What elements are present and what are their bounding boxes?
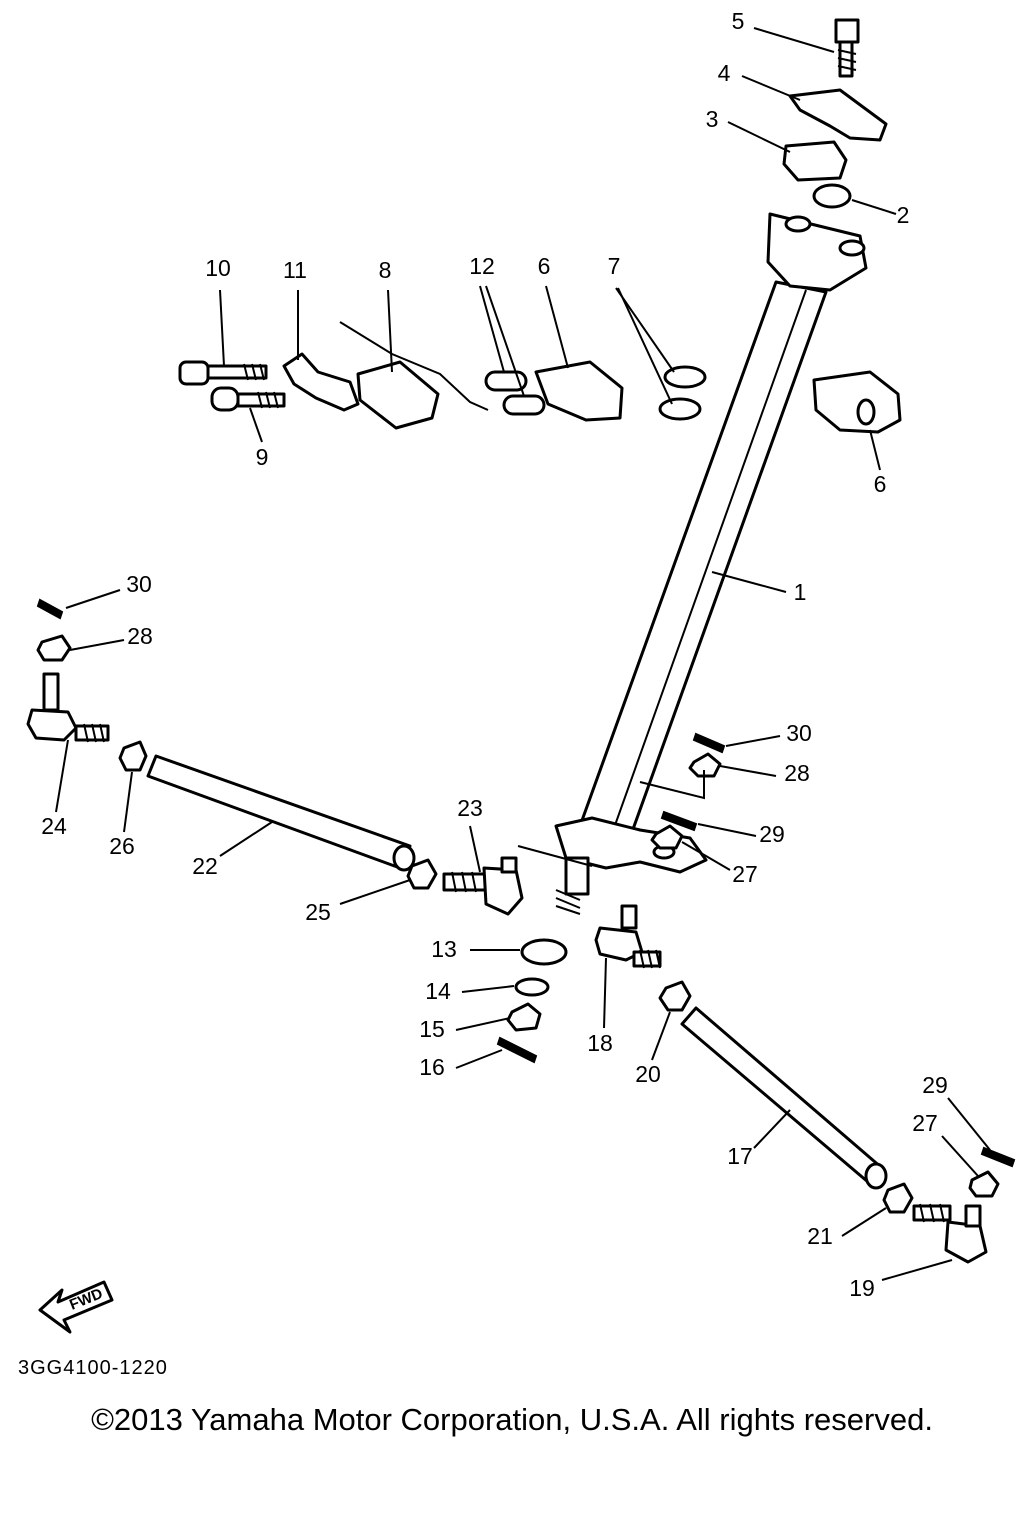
cotter-pin-16: [496, 1036, 538, 1064]
callout-19: 19: [849, 1275, 875, 1301]
washer-14: [514, 977, 550, 997]
callout-8: 8: [379, 257, 392, 283]
cotter-pin-29-right: [980, 1146, 1016, 1168]
nut-20: [658, 980, 692, 1012]
bolt-9: [210, 386, 286, 412]
callout-23: 23: [457, 795, 483, 821]
diagram-code: 3GG4100-1220: [18, 1357, 168, 1379]
nut-21: [882, 1182, 914, 1214]
callout-30: 30: [786, 720, 812, 746]
callout-10: 10: [205, 255, 231, 281]
callout-28: 28: [784, 760, 810, 786]
callout-5: 5: [732, 8, 745, 34]
bolt-10: [178, 360, 268, 386]
callout-7: 7: [608, 253, 621, 279]
callout-20: 20: [635, 1061, 661, 1087]
callout-27: 27: [912, 1110, 938, 1136]
callout-13: 13: [431, 936, 457, 962]
tie-rod-17: [680, 1006, 888, 1190]
bolt-5: [834, 18, 860, 78]
callout-26: 26: [109, 833, 135, 859]
callout-25: 25: [305, 899, 331, 925]
bracket-8: [339, 321, 489, 430]
callout-24: 24: [41, 813, 67, 839]
steering-column: [554, 212, 868, 915]
callout-30: 30: [126, 571, 152, 597]
callout-18: 18: [587, 1030, 613, 1056]
nut-26: [118, 740, 148, 772]
tie-rod-22: [146, 754, 416, 872]
callout-11: 11: [283, 257, 307, 283]
cotter-pin-29-left: [660, 810, 698, 832]
callout-17: 17: [727, 1143, 753, 1169]
holder-6-upper: [534, 360, 624, 422]
plate-4: [788, 88, 888, 142]
collar-2: [812, 183, 852, 209]
nut-27-left: [650, 824, 684, 850]
callout-22: 22: [192, 853, 218, 879]
collars-12: [484, 370, 546, 416]
forward-arrow-icon: FWD: [38, 1280, 114, 1334]
callout-14: 14: [425, 978, 451, 1004]
callout-1: 1: [794, 579, 807, 605]
lock-washer-11: [282, 352, 360, 412]
washer-13: [520, 938, 568, 966]
callout-6: 6: [538, 253, 551, 279]
callout-29: 29: [922, 1072, 948, 1098]
tie-rod-end-23: [442, 856, 524, 916]
callout-27: 27: [732, 861, 758, 887]
nut-27-right: [968, 1170, 1000, 1198]
callout-9: 9: [256, 444, 269, 470]
rings-7: [658, 365, 707, 421]
callout-28: 28: [127, 623, 153, 649]
tie-rod-end-18: [594, 904, 662, 969]
callout-3: 3: [706, 106, 719, 132]
callout-6: 6: [874, 471, 887, 497]
callout-21: 21: [807, 1223, 833, 1249]
tie-rod-end-24: [26, 672, 110, 743]
nut-28-left: [36, 634, 72, 662]
leader-lines: [55, 27, 991, 1281]
copyright-notice: ©2013 Yamaha Motor Corporation, U.S.A. A…: [91, 1402, 933, 1437]
holder-6-right: [812, 370, 902, 434]
callout-15: 15: [419, 1016, 445, 1042]
nut-28-right: [688, 752, 722, 778]
callout-4: 4: [718, 60, 731, 86]
callout-12: 12: [469, 253, 495, 279]
cotter-pin-30-left: [36, 598, 64, 620]
holder-cap-3: [782, 140, 848, 182]
cotter-pin-30-right: [692, 732, 726, 754]
callout-2: 2: [897, 202, 910, 228]
callout-16: 16: [419, 1054, 445, 1080]
nut-25: [406, 858, 438, 890]
nut-15: [506, 1002, 542, 1032]
callout-29: 29: [759, 821, 785, 847]
tie-rod-end-19: [912, 1203, 988, 1264]
